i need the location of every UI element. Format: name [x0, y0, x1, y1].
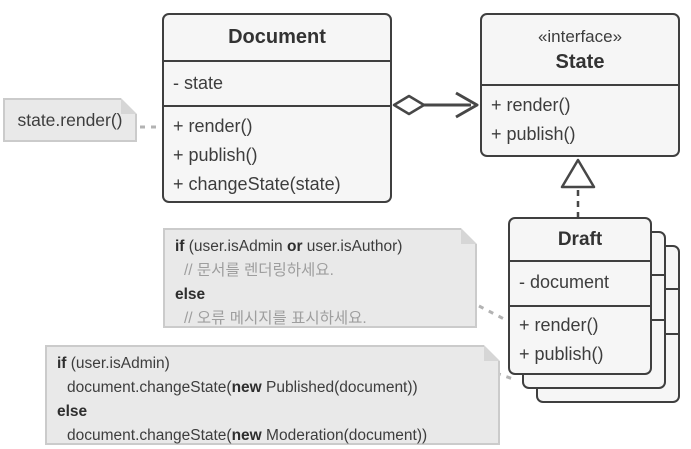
note-connector-render	[478, 304, 507, 322]
document-attributes-section: - state	[164, 60, 390, 105]
note-text: state.render()	[17, 109, 123, 130]
code-line: // 오류 메시지를 표시하세요.	[184, 310, 367, 327]
state-methods-section: + render() + publish()	[482, 84, 678, 149]
method: + publish()	[519, 344, 604, 364]
class-title-draft: Draft	[557, 228, 603, 250]
folded-corner-icon	[461, 228, 477, 244]
method: + changeState(state)	[173, 174, 341, 194]
class-box-state: «interface» State + render() + publish()	[480, 13, 680, 157]
method: + render()	[491, 95, 571, 115]
method: + publish()	[491, 124, 576, 144]
note-state-render-call: state.render()	[3, 98, 137, 142]
code-line: else	[57, 403, 88, 420]
draft-methods-section: + render() + publish()	[510, 305, 650, 369]
folded-corner-icon	[121, 98, 137, 114]
code-line: if (user.isAdmin or user.isAuthor)	[175, 238, 403, 255]
class-title-state: State	[555, 50, 605, 73]
class-title-document: Document	[228, 26, 326, 48]
method: + publish()	[173, 145, 258, 165]
class-box-draft: Draft - document + render() + publish()	[508, 217, 652, 375]
folded-corner-icon	[484, 345, 500, 361]
aggregation-diamond-icon	[392, 94, 426, 116]
code-line: document.changeState(new Moderation(docu…	[67, 427, 428, 444]
attribute: - state	[173, 73, 224, 93]
code-line: // 문서를 렌더링하세요.	[184, 262, 334, 279]
attribute: - document	[519, 272, 610, 292]
code-line: if (user.isAdmin)	[57, 355, 170, 372]
draft-attributes-section: - document	[510, 260, 650, 305]
document-methods-section: + render() + publish() + changeState(sta…	[164, 105, 390, 199]
hollow-triangle-icon	[560, 158, 596, 189]
note-publish-logic: if (user.isAdmin) document.changeState(ne…	[45, 345, 500, 445]
method: + render()	[173, 116, 253, 136]
state-header: «interface» State	[482, 15, 678, 84]
code-line: document.changeState(new Published(docum…	[67, 379, 418, 396]
method: + render()	[519, 315, 599, 335]
code-line: else	[175, 286, 206, 303]
stereotype-label: «interface»	[537, 26, 623, 46]
note-render-logic: if (user.isAdmin or user.isAuthor) // 문서를…	[163, 228, 477, 328]
open-arrowhead-icon	[455, 91, 479, 119]
class-box-document: Document - state + render() + publish() …	[162, 13, 392, 203]
